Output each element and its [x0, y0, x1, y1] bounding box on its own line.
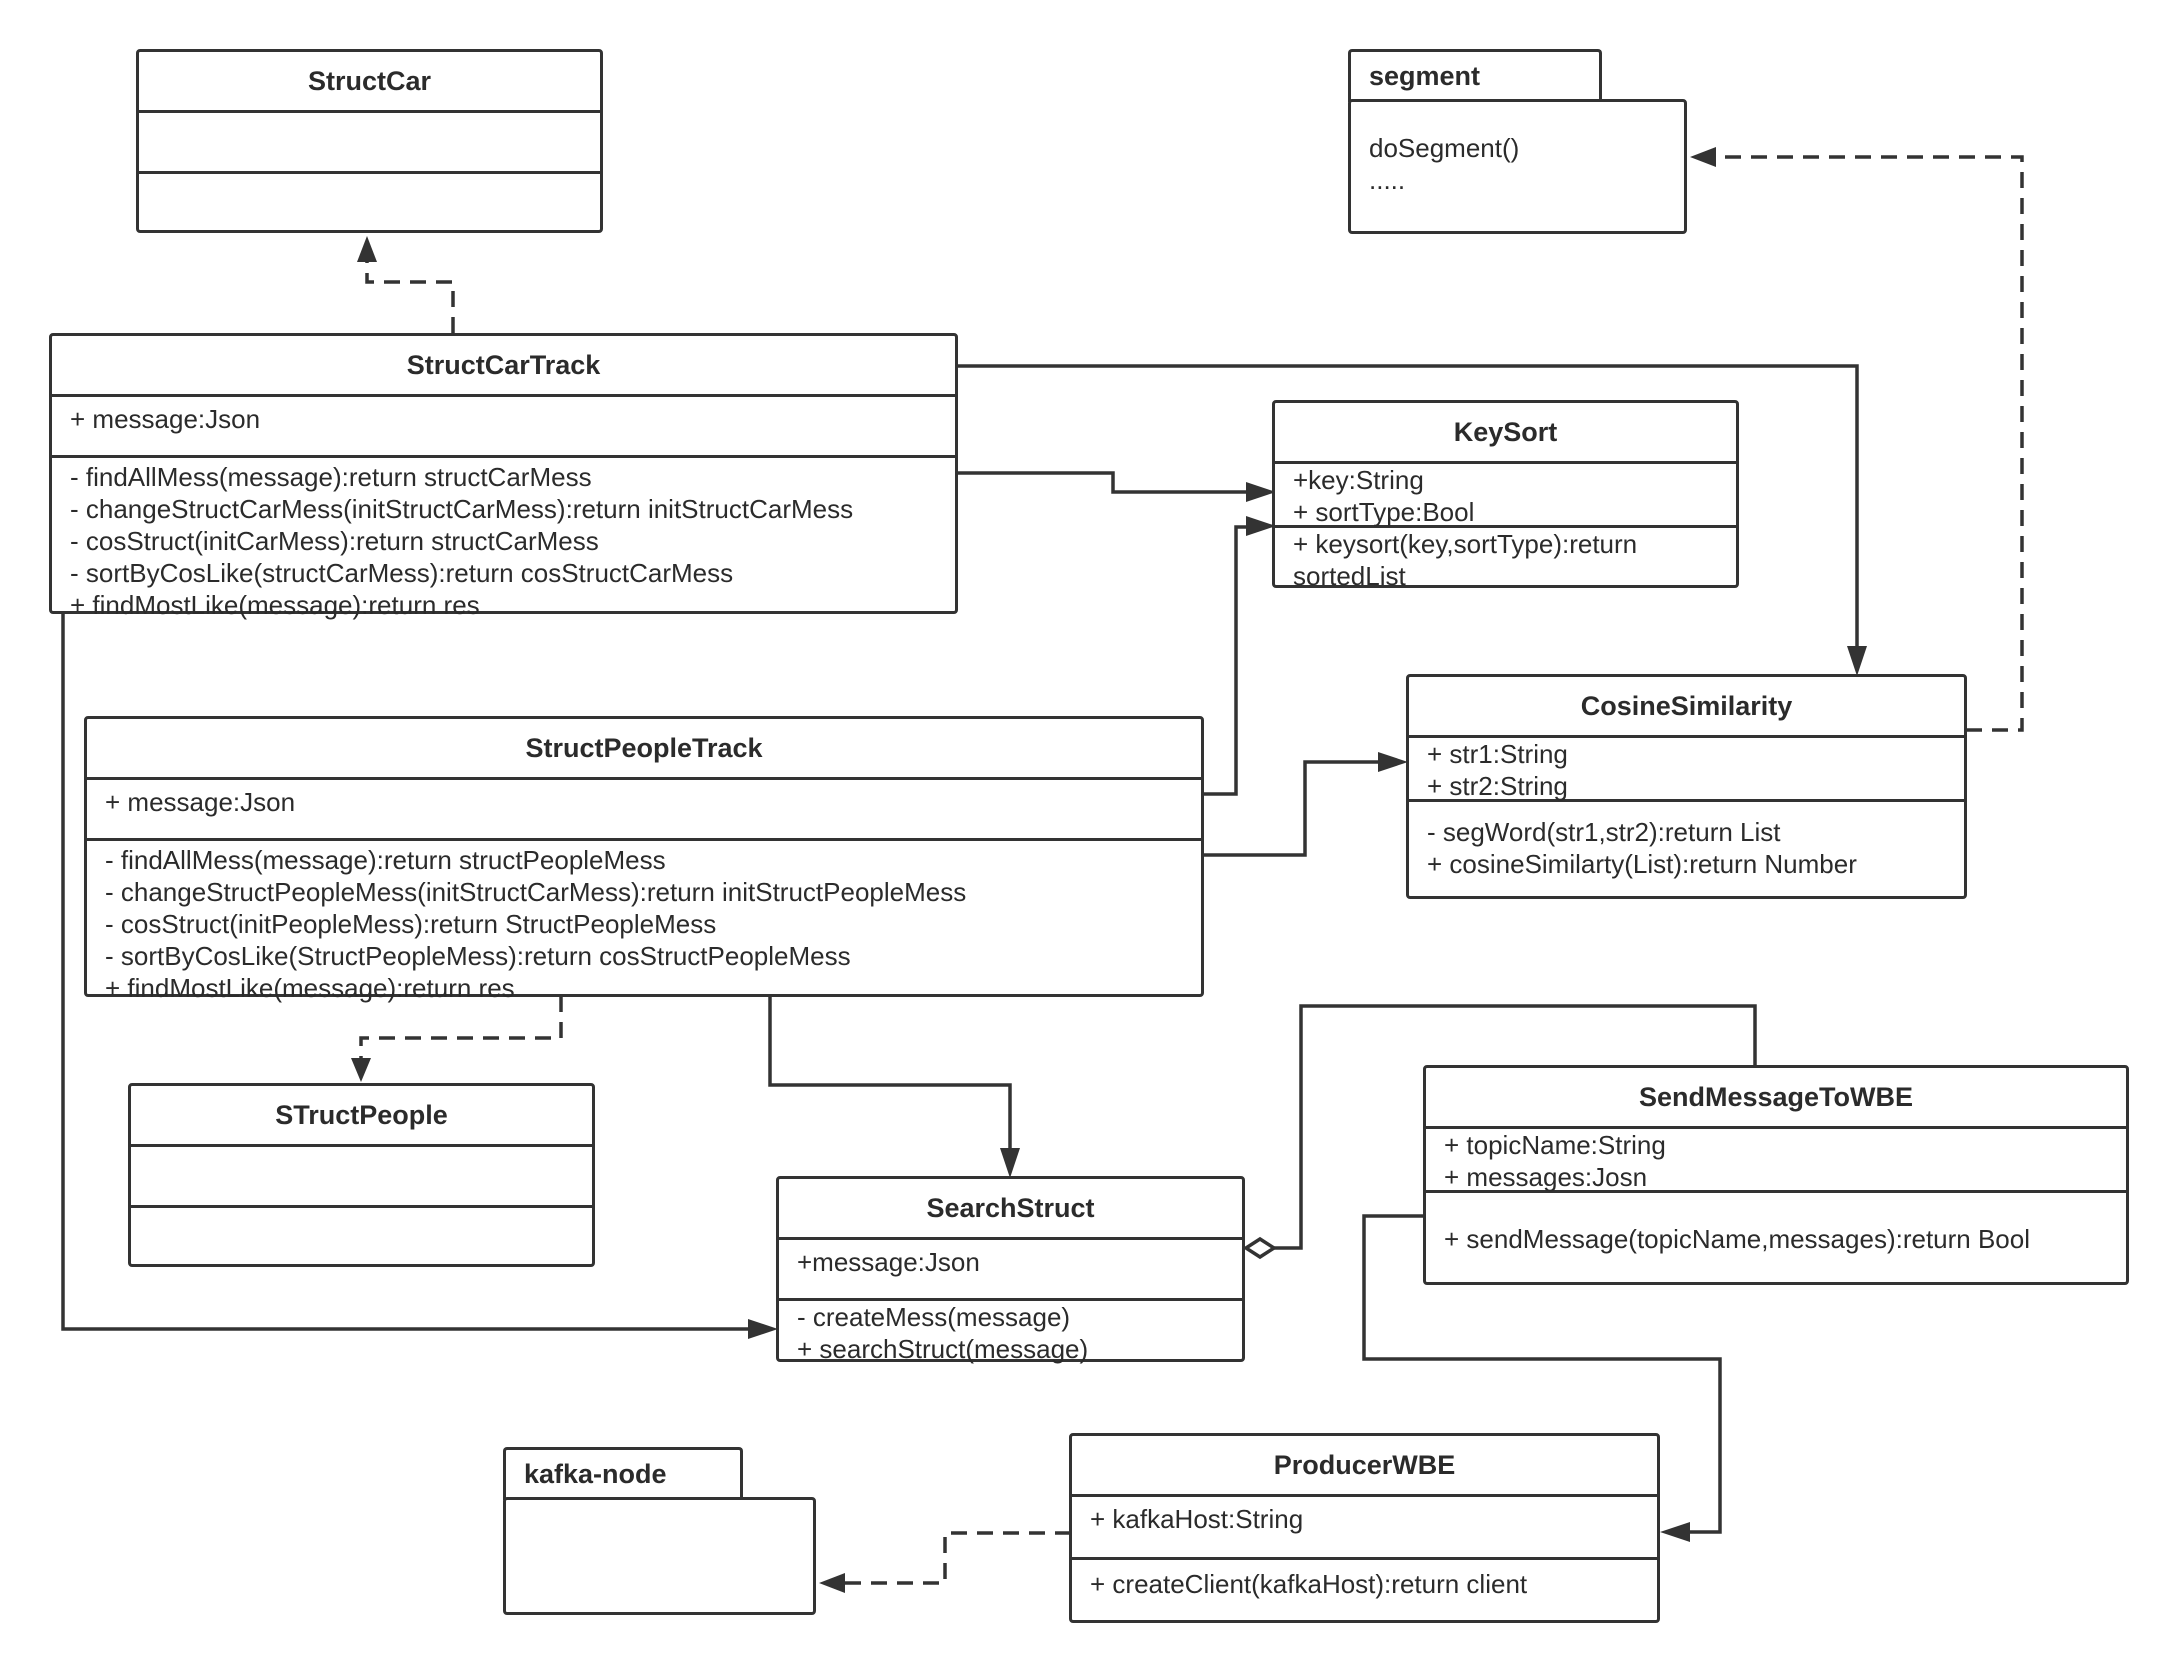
dependency-producer-to-kafka: [845, 1531, 1071, 1585]
class-structpeople[interactable]: STructPeople: [128, 1083, 595, 1267]
attributes-compartment: + message:Json: [87, 780, 1201, 841]
aggregation-send-to-search: [1274, 1004, 1757, 1250]
operation: - createMess(message): [797, 1302, 1071, 1332]
operation: - segWord(str1,str2):return List: [1427, 817, 1781, 847]
operations-compartment: - findAllMess(message):return structPeop…: [87, 841, 1201, 1004]
attributes-compartment: [131, 1147, 592, 1208]
attribute: + sortType:Bool: [1293, 497, 1475, 527]
assoc-carTrack-to-search: [61, 612, 751, 1331]
arrowhead: [1246, 482, 1276, 502]
operation: + searchStruct(message): [797, 1334, 1089, 1364]
package-line: .....: [1369, 165, 1406, 195]
operation: + cosineSimilarty(List):return Number: [1427, 849, 1857, 879]
class-keysort[interactable]: KeySort +key:String + sortType:Bool + ke…: [1272, 400, 1739, 591]
class-searchstruct[interactable]: SearchStruct +message:Json - createMess(…: [776, 1176, 1245, 1365]
class-sendmessagetowbe[interactable]: SendMessageToWBE + topicName:String + me…: [1423, 1065, 2129, 1285]
package-name: kafka-node: [524, 1459, 667, 1489]
attributes-compartment: +message:Json: [779, 1240, 1242, 1301]
operations-compartment: - segWord(str1,str2):return List + cosin…: [1409, 802, 1964, 880]
attribute: + topicName:String: [1444, 1130, 1666, 1160]
arrowhead: [819, 1573, 845, 1593]
class-structcartrack[interactable]: StructCarTrack + message:Json - findAllM…: [49, 333, 958, 620]
attribute: +key:String: [1293, 465, 1424, 495]
arrowhead: [1000, 1148, 1020, 1178]
operation: + findMostLike(message):return res: [70, 590, 480, 620]
dependency-cosine-to-segment: [1716, 155, 2024, 732]
arrowhead: [1690, 147, 1716, 167]
dependency-carTrack-to-structCar: [365, 240, 455, 333]
operation: - changeStructPeopleMess(initStructCarMe…: [105, 877, 967, 907]
attributes-compartment: + kafkaHost:String: [1072, 1497, 1657, 1560]
attributes-compartment: + message:Json: [52, 397, 955, 458]
arrowhead: [357, 236, 377, 262]
class-name: KeySort: [1275, 403, 1736, 464]
attribute: + messages:Josn: [1444, 1162, 1648, 1192]
class-name: STructPeople: [131, 1086, 592, 1147]
assoc-carTrack-to-keysort: [957, 471, 1250, 494]
class-name: StructCar: [139, 52, 600, 113]
operation: - changeStructCarMess(initStructCarMess)…: [70, 494, 854, 524]
operation: - findAllMess(message):return structCarM…: [70, 462, 592, 492]
package-tab: segment: [1348, 49, 1602, 102]
operations-compartment: + createClient(kafkaHost):return client: [1072, 1560, 1657, 1600]
operations-compartment: [131, 1208, 592, 1211]
operation: sortedList: [1293, 561, 1406, 591]
aggregation-diamond: [1242, 1236, 1278, 1260]
package-line: doSegment(): [1369, 133, 1520, 163]
operations-compartment: - findAllMess(message):return structCarM…: [52, 458, 955, 621]
attributes-compartment: + topicName:String + messages:Josn: [1426, 1129, 2126, 1193]
operation: + findMostLike(message):return res: [105, 973, 515, 1003]
class-structpeopletrack[interactable]: StructPeopleTrack + message:Json - findA…: [84, 716, 1204, 1003]
attribute: + str2:String: [1427, 771, 1568, 801]
class-name: StructPeopleTrack: [87, 719, 1201, 780]
operation: - sortByCosLike(structCarMess):return co…: [70, 558, 734, 588]
class-name: SearchStruct: [779, 1179, 1242, 1240]
operation: - findAllMess(message):return structPeop…: [105, 845, 666, 875]
package-name: segment: [1369, 61, 1481, 91]
assoc-carTrack-to-cosine: [957, 364, 1859, 650]
assoc-peopleTrack-to-search: [768, 996, 1012, 1152]
arrowhead: [748, 1319, 778, 1339]
attributes-compartment: [139, 113, 600, 174]
assoc-peopleTrack-to-cosine: [1202, 760, 1382, 857]
class-cosinesimilarity[interactable]: CosineSimilarity + str1:String + str2:St…: [1406, 674, 1967, 899]
assoc-peopleTrack-to-keysort: [1202, 525, 1250, 796]
class-name: SendMessageToWBE: [1426, 1068, 2126, 1129]
class-name: StructCarTrack: [52, 336, 955, 397]
arrowhead: [1847, 646, 1867, 676]
operations-compartment: [139, 174, 600, 177]
class-producerwbe[interactable]: ProducerWBE + kafkaHost:String + createC…: [1069, 1433, 1660, 1623]
package-tab: kafka-node: [503, 1447, 743, 1500]
package-body: doSegment() .....: [1348, 99, 1687, 234]
attribute: + message:Json: [70, 404, 261, 434]
arrowhead: [351, 1058, 371, 1082]
attribute: + message:Json: [105, 787, 296, 817]
assoc-send-to-producer: [1362, 1214, 1722, 1534]
arrowhead: [1378, 752, 1408, 772]
attribute: + str1:String: [1427, 739, 1568, 769]
operations-compartment: - createMess(message) + searchStruct(mes…: [779, 1301, 1242, 1365]
package-segment[interactable]: segment doSegment() .....: [1348, 49, 1687, 234]
attributes-compartment: + str1:String + str2:String: [1409, 738, 1964, 802]
operation: + sendMessage(topicName,messages):return…: [1444, 1224, 2031, 1254]
operation: + keysort(key,sortType):return: [1293, 529, 1638, 559]
attribute: +message:Json: [797, 1247, 980, 1277]
class-name: CosineSimilarity: [1409, 677, 1964, 738]
class-structcar[interactable]: StructCar: [136, 49, 603, 233]
dependency-peopleTrack-to-structPeople: [359, 996, 563, 1066]
operation: - cosStruct(initPeopleMess):return Struc…: [105, 909, 717, 939]
attribute: + kafkaHost:String: [1090, 1504, 1304, 1534]
operation: - sortByCosLike(StructPeopleMess):return…: [105, 941, 851, 971]
class-name: ProducerWBE: [1072, 1436, 1657, 1497]
attributes-compartment: +key:String + sortType:Bool: [1275, 464, 1736, 528]
operation: + createClient(kafkaHost):return client: [1090, 1569, 1528, 1599]
package-body: [503, 1497, 816, 1615]
operations-compartment: + keysort(key,sortType):return sortedLis…: [1275, 528, 1736, 592]
arrowhead: [1246, 516, 1276, 536]
operations-compartment: + sendMessage(topicName,messages):return…: [1426, 1193, 2126, 1255]
operation: - cosStruct(initCarMess):return structCa…: [70, 526, 599, 556]
package-kafka-node[interactable]: kafka-node: [503, 1447, 816, 1615]
arrowhead: [1660, 1522, 1690, 1542]
